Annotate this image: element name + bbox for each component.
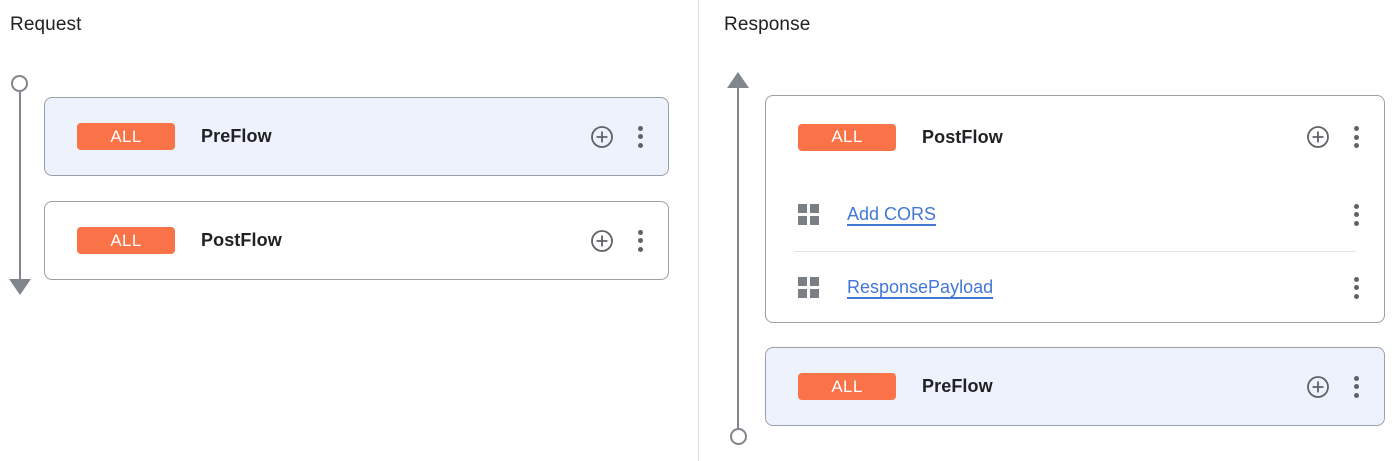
response-panel: Response [699, 0, 1393, 461]
rail-line [18, 92, 21, 280]
add-circle-icon[interactable] [590, 125, 614, 149]
rail-end-circle-icon [729, 428, 747, 445]
flow-header-row[interactable]: ALL PreFlow [766, 348, 1384, 425]
row-actions [1346, 203, 1366, 227]
more-vert-icon[interactable] [630, 229, 650, 253]
add-circle-icon[interactable] [1306, 125, 1330, 149]
row-actions [1306, 125, 1366, 149]
drag-handle-icon[interactable] [798, 277, 819, 298]
policy-row[interactable]: ResponsePayload [766, 251, 1384, 324]
more-vert-icon[interactable] [1346, 203, 1366, 227]
method-badge: ALL [77, 123, 175, 150]
more-vert-icon[interactable] [1346, 375, 1366, 399]
method-badge: ALL [77, 227, 175, 254]
flow-header-row[interactable]: ALL PostFlow [766, 96, 1384, 178]
response-panel-title: Response [724, 14, 811, 35]
request-postflow-card[interactable]: ALL PostFlow [44, 201, 669, 280]
more-vert-icon[interactable] [1346, 276, 1366, 300]
row-actions [590, 125, 650, 149]
drag-handle-icon[interactable] [798, 204, 819, 225]
rail-arrow-down-icon [8, 279, 31, 295]
response-preflow-card[interactable]: ALL PreFlow [765, 347, 1385, 426]
request-panel: Request ALL PreFlow [8, 14, 669, 295]
flow-header-row[interactable]: ALL PreFlow [45, 98, 668, 175]
add-circle-icon[interactable] [590, 229, 614, 253]
response-postflow-card[interactable]: ALL PostFlow Add CORS [765, 95, 1385, 323]
row-actions [1306, 375, 1366, 399]
rail-arrow-up-icon [727, 72, 749, 88]
add-circle-icon[interactable] [1306, 375, 1330, 399]
row-actions [1346, 276, 1366, 300]
rail-line [737, 87, 739, 429]
more-vert-icon[interactable] [1346, 125, 1366, 149]
flow-name-label: PostFlow [201, 230, 282, 250]
policy-link[interactable]: Add CORS [847, 204, 937, 224]
flow-name-label: PreFlow [922, 376, 993, 396]
policy-link[interactable]: ResponsePayload [847, 277, 994, 297]
flow-name-label: PreFlow [201, 126, 272, 146]
flow-name-label: PostFlow [922, 126, 1003, 147]
row-actions [590, 229, 650, 253]
request-panel-title: Request [10, 14, 82, 35]
panel-divider [698, 0, 699, 461]
method-badge: ALL [798, 373, 896, 400]
policy-row[interactable]: Add CORS [766, 178, 1384, 251]
method-badge: ALL [798, 123, 896, 151]
flow-header-row[interactable]: ALL PostFlow [45, 202, 668, 279]
request-preflow-card[interactable]: ALL PreFlow [44, 97, 669, 176]
rail-start-circle-icon [11, 75, 28, 92]
more-vert-icon[interactable] [630, 125, 650, 149]
